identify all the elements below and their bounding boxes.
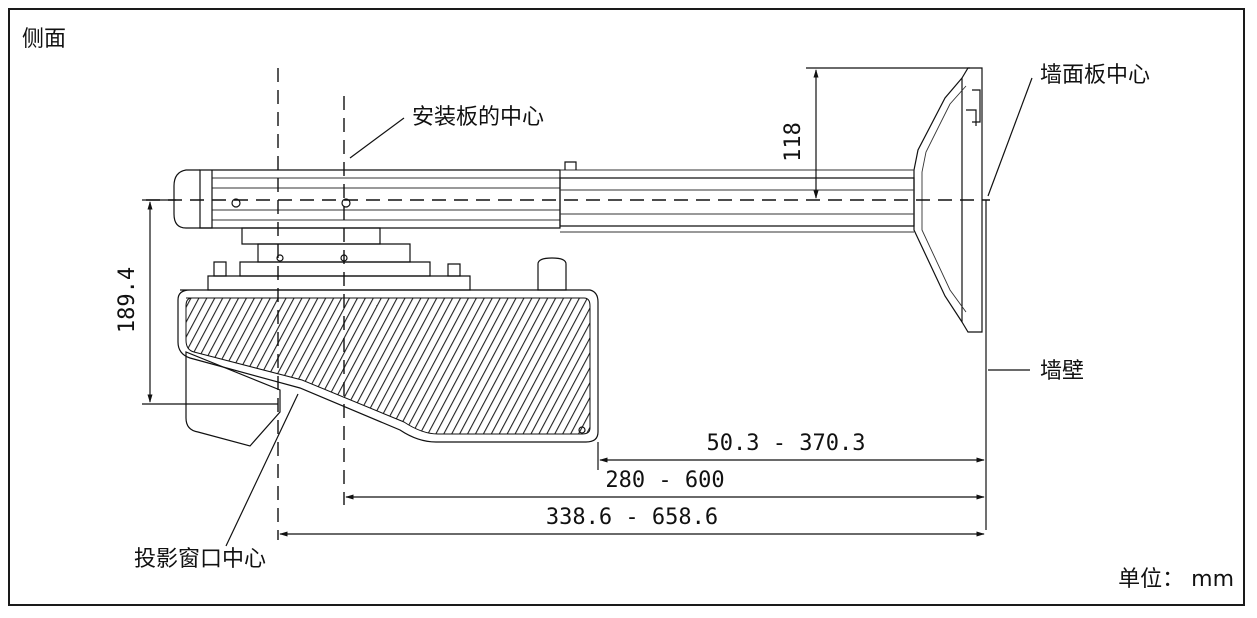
mount-plate-leader bbox=[349, 117, 405, 159]
dimension-label-range-3: 338.6 - 658.6 bbox=[546, 505, 718, 530]
unit-label: 单位： mm bbox=[1118, 567, 1234, 592]
mount-head bbox=[207, 227, 567, 291]
view-title: 侧面 bbox=[22, 27, 66, 52]
dimension-118 bbox=[806, 67, 970, 199]
wall-label: 墙壁 bbox=[1040, 359, 1084, 384]
mount-plate-center-label: 安装板的中心 bbox=[412, 105, 544, 130]
dimension-label-189-4: 189.4 bbox=[115, 267, 140, 333]
dimension-189-4 bbox=[142, 199, 278, 405]
dimension-label-range-2: 280 - 600 bbox=[605, 468, 724, 493]
wall-plate-center-label: 墙面板中心 bbox=[1040, 63, 1150, 88]
projector-body bbox=[177, 289, 599, 447]
projection-window-leader bbox=[225, 393, 299, 547]
dimension-label-118: 118 bbox=[781, 122, 806, 162]
dimension-label-range-1: 50.3 - 370.3 bbox=[707, 431, 866, 456]
dimension-range-1 bbox=[597, 442, 985, 470]
diagram-frame bbox=[8, 8, 1245, 606]
projection-window-center-label: 投影窗口中心 bbox=[134, 547, 266, 572]
mounting-arm bbox=[173, 161, 915, 233]
wall-plate-leader bbox=[987, 77, 1033, 197]
